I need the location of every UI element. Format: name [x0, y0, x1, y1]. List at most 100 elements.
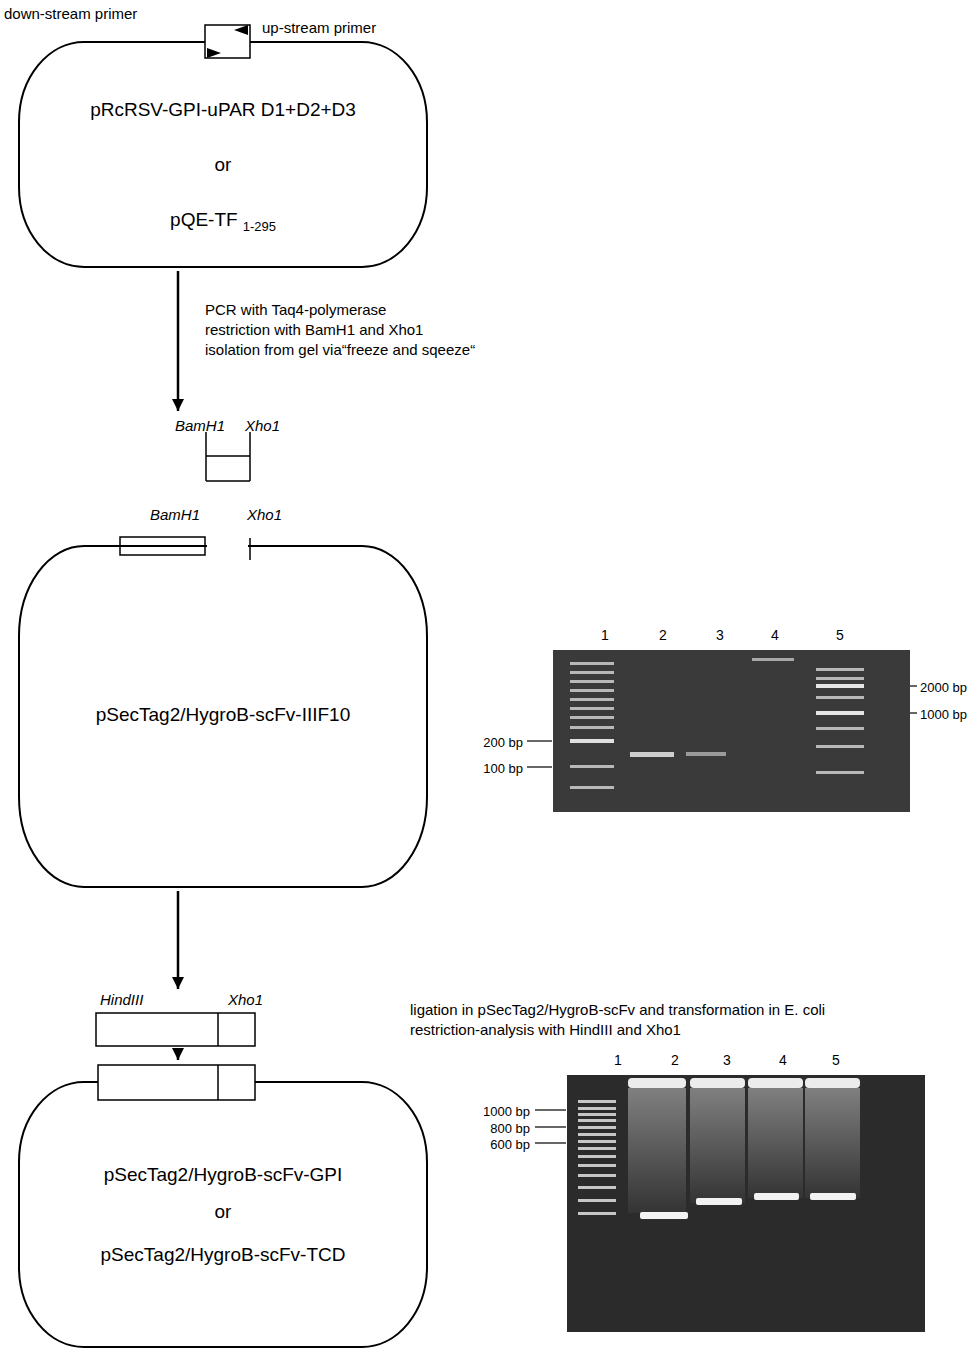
gel-well	[805, 1078, 860, 1088]
plasmid-outline	[19, 1082, 427, 1347]
leader-line	[535, 1142, 566, 1143]
label-holder: 1	[614, 1051, 622, 1069]
gel-band	[578, 1199, 616, 1202]
label-holder: up-stream primer	[262, 19, 376, 37]
text-row: or	[18, 1201, 428, 1223]
leader-line	[527, 766, 552, 767]
site-label: Xho1	[247, 506, 282, 523]
lane-number: 3	[723, 1052, 731, 1068]
label-holder: restriction with BamH1 and Xho1	[205, 321, 423, 339]
label-holder: 4	[771, 626, 779, 644]
leader-line	[527, 740, 552, 741]
gel-band	[570, 765, 614, 768]
enzyme-site: Xho1	[245, 417, 280, 434]
fragment-drawing	[206, 432, 250, 481]
gel-band	[816, 745, 864, 748]
text-row: pSecTag2/HygroB-scFv-GPI	[18, 1164, 428, 1186]
gel-band	[578, 1126, 616, 1129]
lane-number: 1	[601, 627, 609, 643]
gel-band	[816, 668, 864, 671]
site-label: BamH1	[150, 506, 200, 523]
gel-band	[578, 1212, 616, 1215]
gel-band	[816, 684, 864, 688]
plasmid-name: pSecTag2/HygroB-scFv-GPI	[104, 1164, 343, 1185]
gel-ground	[553, 650, 910, 812]
process-arrow	[177, 271, 180, 411]
insert-box	[98, 1065, 255, 1100]
fragment-strand	[206, 455, 250, 457]
fragment-divider	[217, 1013, 219, 1046]
gel-band	[570, 716, 614, 719]
gel-band	[816, 711, 864, 715]
gel-wells	[628, 1078, 860, 1088]
text-holder: Xho1	[245, 417, 280, 435]
gel-band	[578, 1119, 616, 1122]
step-note: PCR with Taq4-polymerase	[205, 301, 386, 318]
gel-band	[816, 677, 864, 680]
plasmid-name: pRcRSV-GPI-uPAR D1+D2+D3	[90, 99, 356, 120]
gel-band	[578, 1113, 616, 1116]
agarose-gel	[535, 1075, 925, 1332]
dna-fragment: BamH1 Xho1	[168, 413, 283, 483]
label-holder: 100 bp	[483, 759, 523, 777]
size-marker: 1000 bp	[483, 1104, 530, 1119]
label-holder: 3	[723, 1051, 731, 1069]
text-holder: Xho1	[228, 991, 263, 1009]
fragment-drawing	[96, 1013, 255, 1046]
gel-ground	[567, 1075, 925, 1332]
label-holder: 2000 bp	[920, 678, 967, 696]
label-holder: PCR with Taq4-polymerase	[205, 301, 386, 319]
label-holder: 1	[601, 626, 609, 644]
lane-number: 3	[716, 627, 724, 643]
lane-smear	[748, 1088, 803, 1198]
size-leaders	[527, 686, 917, 767]
leader-line	[910, 712, 917, 713]
plasmid-map: pRcRSV-GPI-uPAR D1+D2+D3orpQE-TF1-295	[18, 22, 428, 268]
plasmid-name: or	[215, 154, 232, 175]
step-note: restriction with BamH1 and Xho1	[205, 321, 423, 338]
plasmid-name: 1-295	[243, 219, 276, 234]
label-holder: 5	[832, 1051, 840, 1069]
gel-band	[570, 786, 614, 789]
gel-band	[578, 1140, 616, 1143]
gel-well	[748, 1078, 803, 1088]
text-row: pSecTag2/HygroB-scFv-TCD	[18, 1244, 428, 1266]
dna-fragment: HindIIIXho1	[90, 991, 270, 1048]
label-holder: 5	[836, 626, 844, 644]
size-marker: 1000 bp	[920, 707, 967, 722]
size-marker: 200 bp	[483, 735, 523, 750]
label-holder: ligation in pSecTag2/HygroB-scFv and tra…	[410, 1001, 825, 1019]
insert-bands	[640, 1193, 856, 1219]
plasmid-name: pSecTag2/HygroB-scFv-IIIF10	[96, 704, 350, 725]
gel-band	[754, 1193, 799, 1200]
gel-band	[578, 1133, 616, 1136]
primer-arrowhead	[207, 48, 221, 58]
cut-end	[249, 538, 251, 560]
gel-well	[628, 1078, 686, 1088]
lane-smear	[690, 1088, 745, 1203]
ladder-lane	[570, 662, 614, 789]
plasmid-outline	[19, 546, 427, 887]
primer-label: down-stream primer	[4, 5, 137, 22]
primer-site	[205, 25, 250, 58]
label-holder: isolation from gel via“freeze and sqeeze…	[205, 341, 475, 359]
gel-band	[816, 727, 864, 730]
leader-line	[910, 685, 917, 686]
primer-box	[205, 25, 250, 58]
lane-number: 5	[836, 627, 844, 643]
plasmid-name: pSecTag2/HygroB-scFv-TCD	[101, 1244, 346, 1265]
size-marker: 600 bp	[490, 1137, 530, 1152]
label-holder: 2	[659, 626, 667, 644]
label-holder: 200 bp	[483, 733, 523, 751]
lane-number: 5	[832, 1052, 840, 1068]
lane-number: 4	[779, 1052, 787, 1068]
gel-band	[696, 1198, 742, 1205]
enzyme-site: BamH1	[175, 417, 225, 434]
plasmid-name: or	[215, 1201, 232, 1222]
gel-band	[810, 1193, 856, 1200]
fragment-strand	[206, 480, 250, 482]
gel-band	[570, 707, 614, 710]
gel-band	[570, 662, 614, 665]
gel-band	[816, 696, 864, 699]
